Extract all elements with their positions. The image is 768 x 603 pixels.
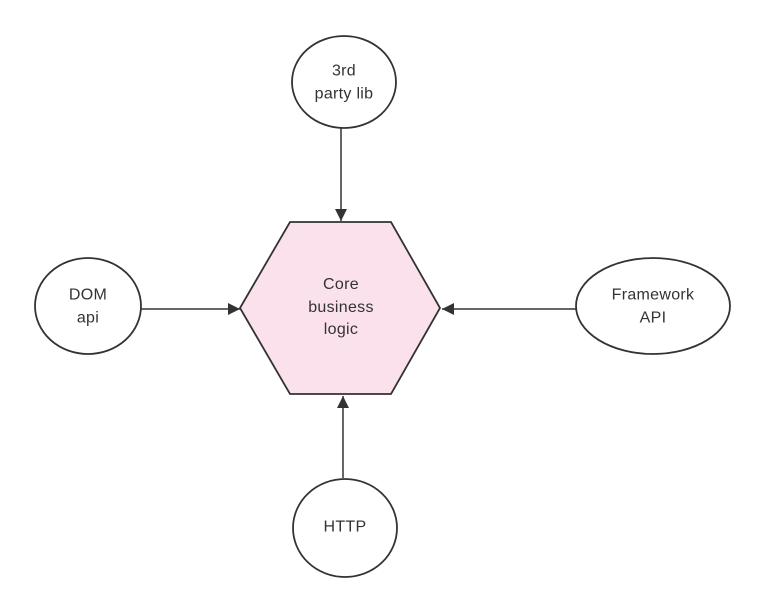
dom-api-node-shape bbox=[34, 257, 142, 355]
core-business-logic-hexagon bbox=[238, 221, 442, 395]
framework-api-node-shape bbox=[575, 257, 731, 355]
http-node-shape bbox=[292, 478, 398, 578]
third-party-lib-node-shape bbox=[291, 35, 397, 129]
